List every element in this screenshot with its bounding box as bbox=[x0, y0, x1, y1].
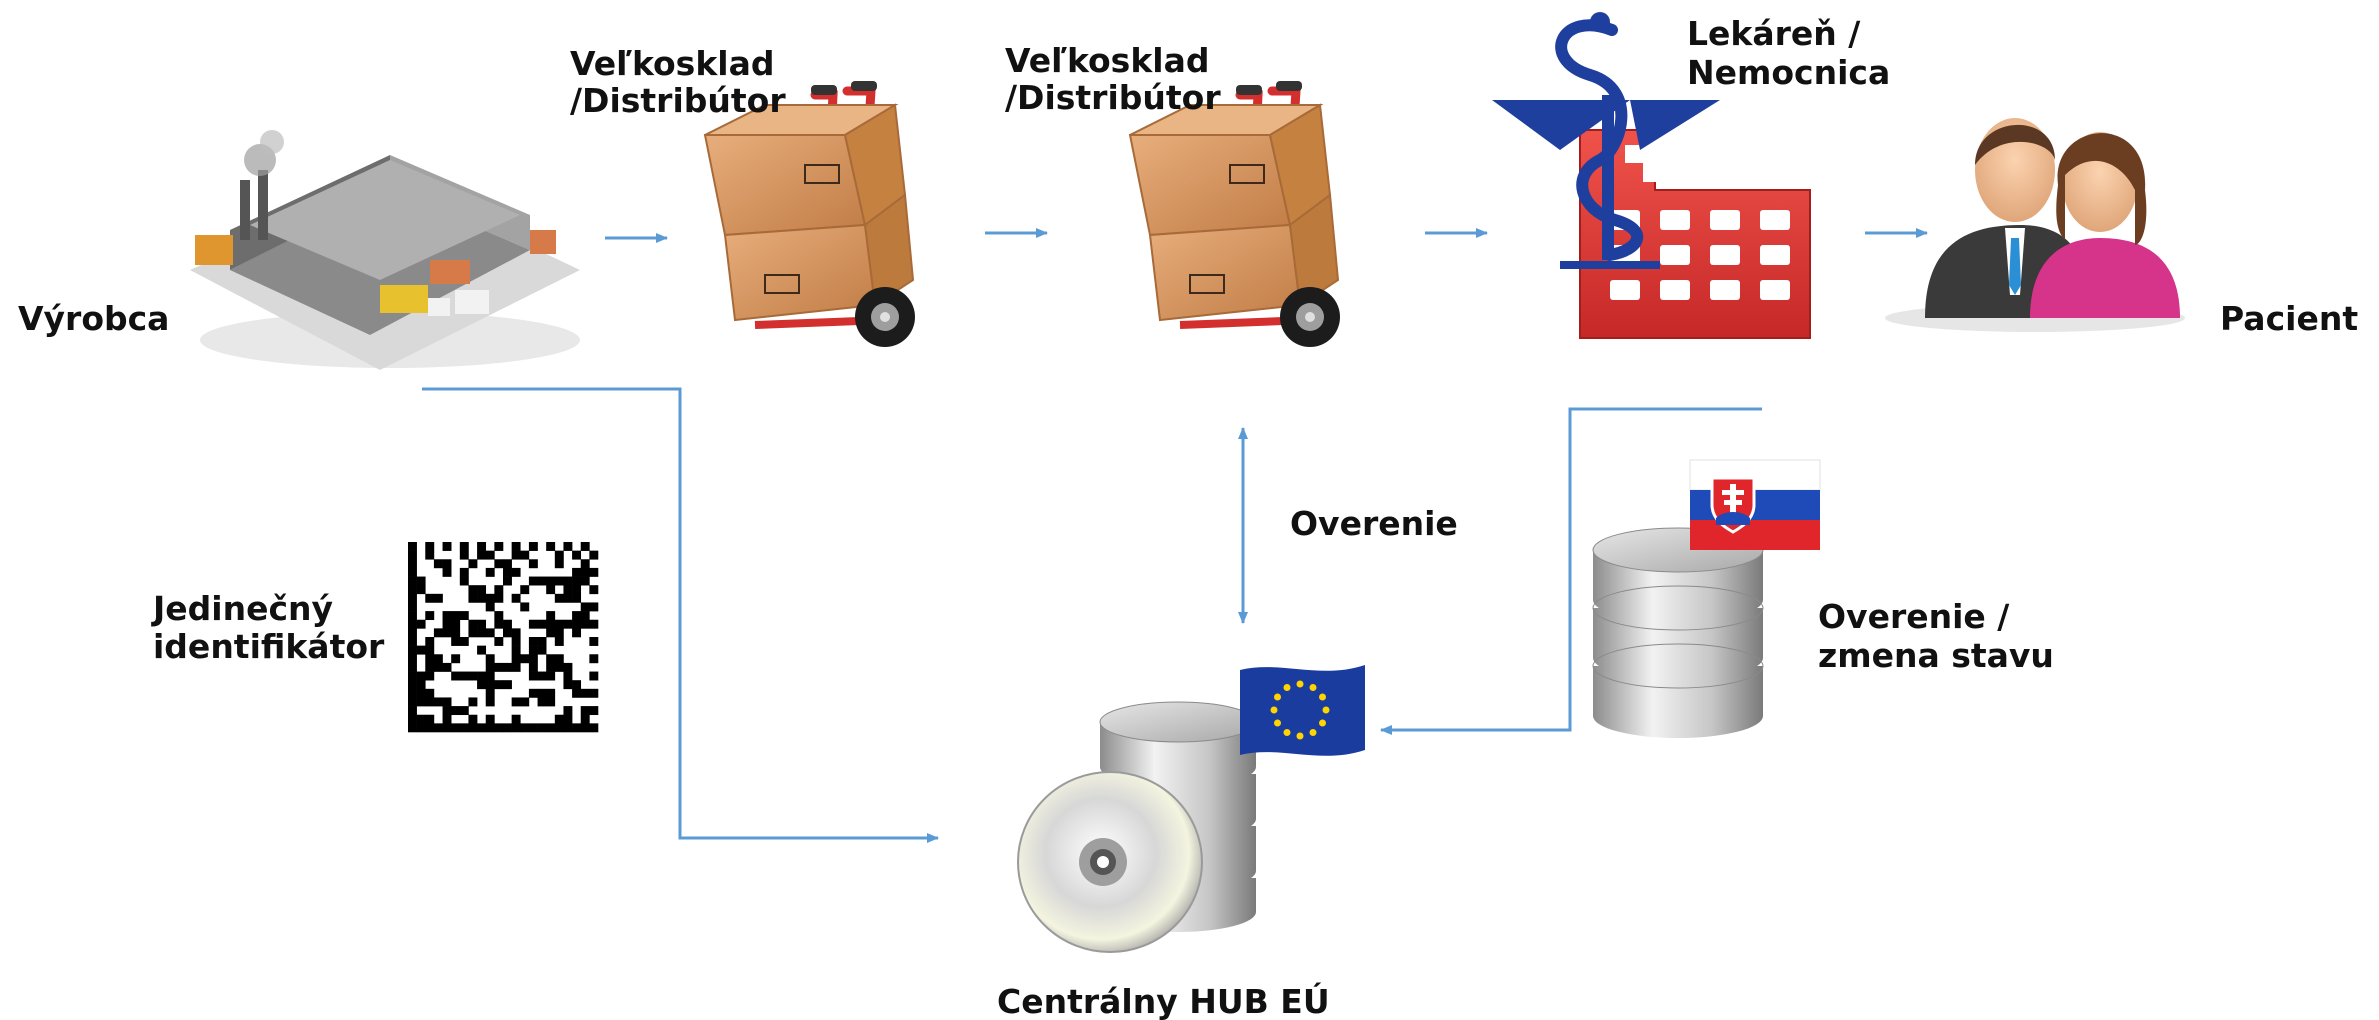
slovakia-flag-icon bbox=[1689, 459, 1821, 550]
unique-identifier-label: identifikátor bbox=[153, 627, 385, 666]
eu-flag-icon bbox=[1240, 665, 1365, 756]
pharmacy-label: Lekáreň / bbox=[1687, 14, 1861, 53]
pharmacy-label: Nemocnica bbox=[1687, 53, 1890, 92]
unique-identifier-label: Jedinečný bbox=[151, 589, 333, 628]
arrow-producer-to-hub bbox=[422, 387, 939, 843]
datamatrix-icon bbox=[408, 542, 599, 733]
producer-label: Výrobca bbox=[18, 299, 169, 338]
wholesaler-label: /Distribútor bbox=[570, 81, 786, 120]
verification-label: Overenie bbox=[1290, 504, 1458, 543]
caduceus-icon bbox=[1492, 12, 1720, 269]
wholesaler-label: Veľkosklad bbox=[570, 44, 774, 83]
hand-truck-icon bbox=[705, 81, 915, 347]
connectors bbox=[422, 228, 1928, 843]
wholesaler-label: /Distribútor bbox=[1005, 78, 1221, 117]
central-hub-label: Centrálny HUB EÚ bbox=[997, 981, 1330, 1020]
arrow-national-to-hub bbox=[1380, 407, 1762, 735]
verification-status-label: Overenie / bbox=[1818, 597, 2010, 636]
disc-icon bbox=[1017, 771, 1203, 953]
wholesaler-label: Veľkosklad bbox=[1005, 41, 1209, 80]
people-icon bbox=[1885, 118, 2185, 332]
hand-truck-icon bbox=[1130, 81, 1340, 347]
database-icon bbox=[1592, 527, 1764, 739]
patient-label: Pacient bbox=[2220, 299, 2358, 338]
hospital-icon bbox=[1579, 127, 1811, 339]
verification-status-label: zmena stavu bbox=[1818, 636, 2054, 675]
factory-icon bbox=[190, 130, 580, 370]
